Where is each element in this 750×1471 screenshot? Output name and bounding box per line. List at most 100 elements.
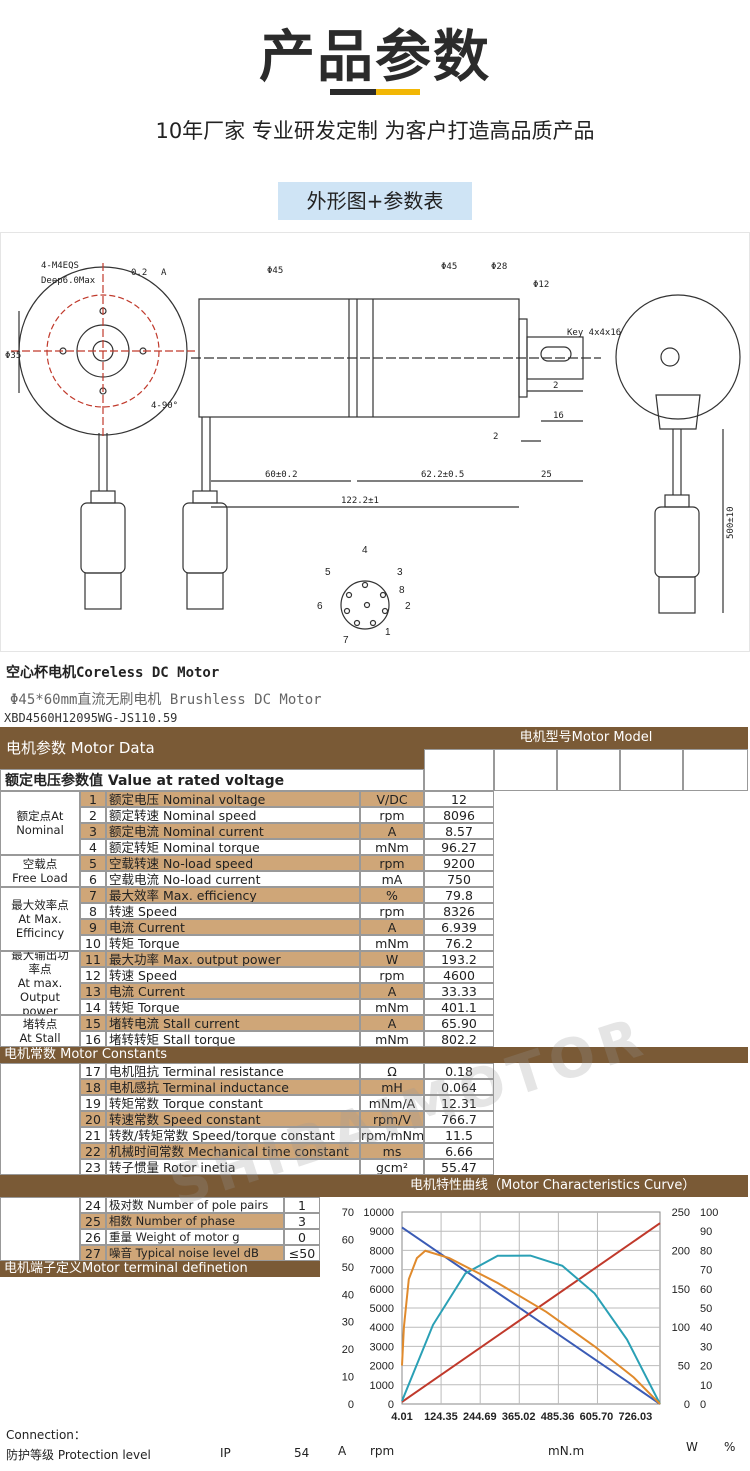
group-label-line: 额定点At — [16, 809, 64, 823]
dim-60: 60±0.2 — [265, 470, 298, 480]
row-value: 65.90 — [424, 1015, 494, 1031]
pin-7: 7 — [343, 635, 349, 646]
x-tick-label: 4.01 — [391, 1411, 412, 1423]
row-unit: mNm — [360, 839, 424, 855]
row-number: 11 — [80, 951, 106, 967]
row-unit: A — [360, 919, 424, 935]
axis-tick-speed_rpm: 10000 — [363, 1207, 394, 1219]
row-value: 4600 — [424, 967, 494, 983]
row-number: 4 — [80, 839, 106, 855]
connection-label: Connection： — [6, 1428, 86, 1442]
row-value: 79.8 — [424, 887, 494, 903]
row-unit: rpm — [360, 967, 424, 983]
row-number: 6 — [80, 871, 106, 887]
row-unit: mA — [360, 871, 424, 887]
axis-tick-eff_pct: 10 — [700, 1380, 712, 1392]
const-value: 766.7 — [424, 1111, 494, 1127]
motor-model-title: 电机型号Motor Model — [424, 727, 748, 749]
row-value: 33.33 — [424, 983, 494, 999]
row-number: 7 — [80, 887, 106, 903]
model-column-1 — [424, 749, 494, 791]
row-unit: W — [360, 951, 424, 967]
group-label-line: 堵转点 — [22, 1017, 58, 1031]
const-value: 55.47 — [424, 1159, 494, 1175]
const-value: 6.66 — [424, 1143, 494, 1159]
motor-data-title: 电机参数 Motor Data — [0, 727, 424, 769]
key-label: Key 4x4x16 — [567, 328, 621, 338]
row-value: 8096 — [424, 807, 494, 823]
row-number: 2 — [80, 807, 106, 823]
x-tick-label: 365.02 — [502, 1411, 536, 1423]
dim-25: 25 — [541, 470, 552, 480]
const-name: 电机阻抗 Terminal resistance — [106, 1063, 360, 1079]
dim-500: 500±10 — [726, 506, 736, 539]
x-tick-label: 726.03 — [619, 1411, 653, 1423]
row-name: 转速 Speed — [106, 967, 360, 983]
row-name: 堵转电流 Stall current — [106, 1015, 360, 1031]
row-name: 额定转矩 Nominal torque — [106, 839, 360, 855]
group-label-line: Nominal — [16, 823, 64, 837]
row-name: 额定电流 Nominal current — [106, 823, 360, 839]
const-name: 转速常数 Speed constant — [106, 1111, 360, 1127]
const-number: 22 — [80, 1143, 106, 1159]
row-number: 15 — [80, 1015, 106, 1031]
axis-tick-power_W: 50 — [678, 1361, 690, 1373]
dim-diameter-45b: Φ45 — [441, 262, 457, 272]
axis-tick-eff_pct: 40 — [700, 1322, 712, 1334]
constants-blank — [0, 1063, 80, 1175]
axis-tick-power_W: 0 — [684, 1399, 690, 1411]
axis-tick-speed_rpm: 0 — [388, 1399, 394, 1411]
axis-tick-speed_rpm: 6000 — [370, 1284, 394, 1296]
series-line-current_A — [401, 1222, 661, 1403]
dim-2a: 2 — [553, 381, 558, 391]
const-value: 12.31 — [424, 1095, 494, 1111]
chart-svg: 0102030405060700100020003000400050006000… — [342, 1207, 719, 1423]
dim-diameter-12: Φ12 — [533, 280, 549, 290]
row-value: 12 — [424, 791, 494, 807]
row-value: 193.2 — [424, 951, 494, 967]
misc-number: 25 — [80, 1213, 106, 1229]
const-unit: gcm² — [360, 1159, 424, 1175]
axis-tick-current_A: 60 — [342, 1234, 354, 1246]
axis-tick-speed_rpm: 4000 — [370, 1322, 394, 1334]
group-label-line: At Max. — [18, 912, 62, 926]
dimension-drawing: 4-M4EQS Deep6.0Max 0.2 A Φ35 4-90° Φ45 Φ… — [0, 232, 750, 652]
pin-connector — [340, 580, 390, 630]
const-value: 11.5 — [424, 1127, 494, 1143]
row-number: 1 — [80, 791, 106, 807]
row-unit: rpm — [360, 807, 424, 823]
row-name: 额定电压 Nominal voltage — [106, 791, 360, 807]
const-name: 转矩常数 Torque constant — [106, 1095, 360, 1111]
row-name: 转矩 Torque — [106, 999, 360, 1015]
axis-tick-power_W: 250 — [672, 1207, 690, 1219]
dim-diameter-45a: Φ45 — [267, 266, 283, 276]
row-unit: % — [360, 887, 424, 903]
group-label-line: Output power — [20, 990, 60, 1015]
misc-value: ≤50 — [284, 1245, 320, 1261]
hole-depth: Deep6.0Max — [41, 276, 96, 286]
axis-tick-current_A: 70 — [342, 1207, 354, 1219]
row-name: 电流 Current — [106, 983, 360, 999]
misc-value: 0 — [284, 1229, 320, 1245]
title-underline-gold — [376, 89, 420, 95]
group-label-line: 空载点 — [22, 857, 58, 871]
axis-tick-speed_rpm: 8000 — [370, 1245, 394, 1257]
drawing-svg: 4-M4EQS Deep6.0Max 0.2 A Φ35 4-90° Φ45 Φ… — [5, 261, 741, 646]
rated-voltage-title: 额定电压参数值 Value at rated voltage — [0, 769, 424, 791]
const-unit: rpm/V — [360, 1111, 424, 1127]
curve-title: 电机特性曲线（Motor Characteristics Curve） — [0, 1175, 748, 1197]
group-label-line: Free Load — [12, 871, 68, 885]
axis-tick-eff_pct: 30 — [700, 1341, 712, 1353]
row-name: 额定转速 Nominal speed — [106, 807, 360, 823]
axis-tick-power_W: 200 — [672, 1245, 690, 1257]
page-title: 产品参数 — [259, 25, 491, 90]
row-value: 401.1 — [424, 999, 494, 1015]
misc-name: 噪音 Typical noise level dB — [106, 1245, 284, 1261]
row-value: 96.27 — [424, 839, 494, 855]
dim-62-2: 62.2±0.5 — [421, 470, 464, 480]
row-unit: A — [360, 983, 424, 999]
tolerance-datum: A — [161, 268, 167, 278]
row-name: 空载电流 No-load current — [106, 871, 360, 887]
